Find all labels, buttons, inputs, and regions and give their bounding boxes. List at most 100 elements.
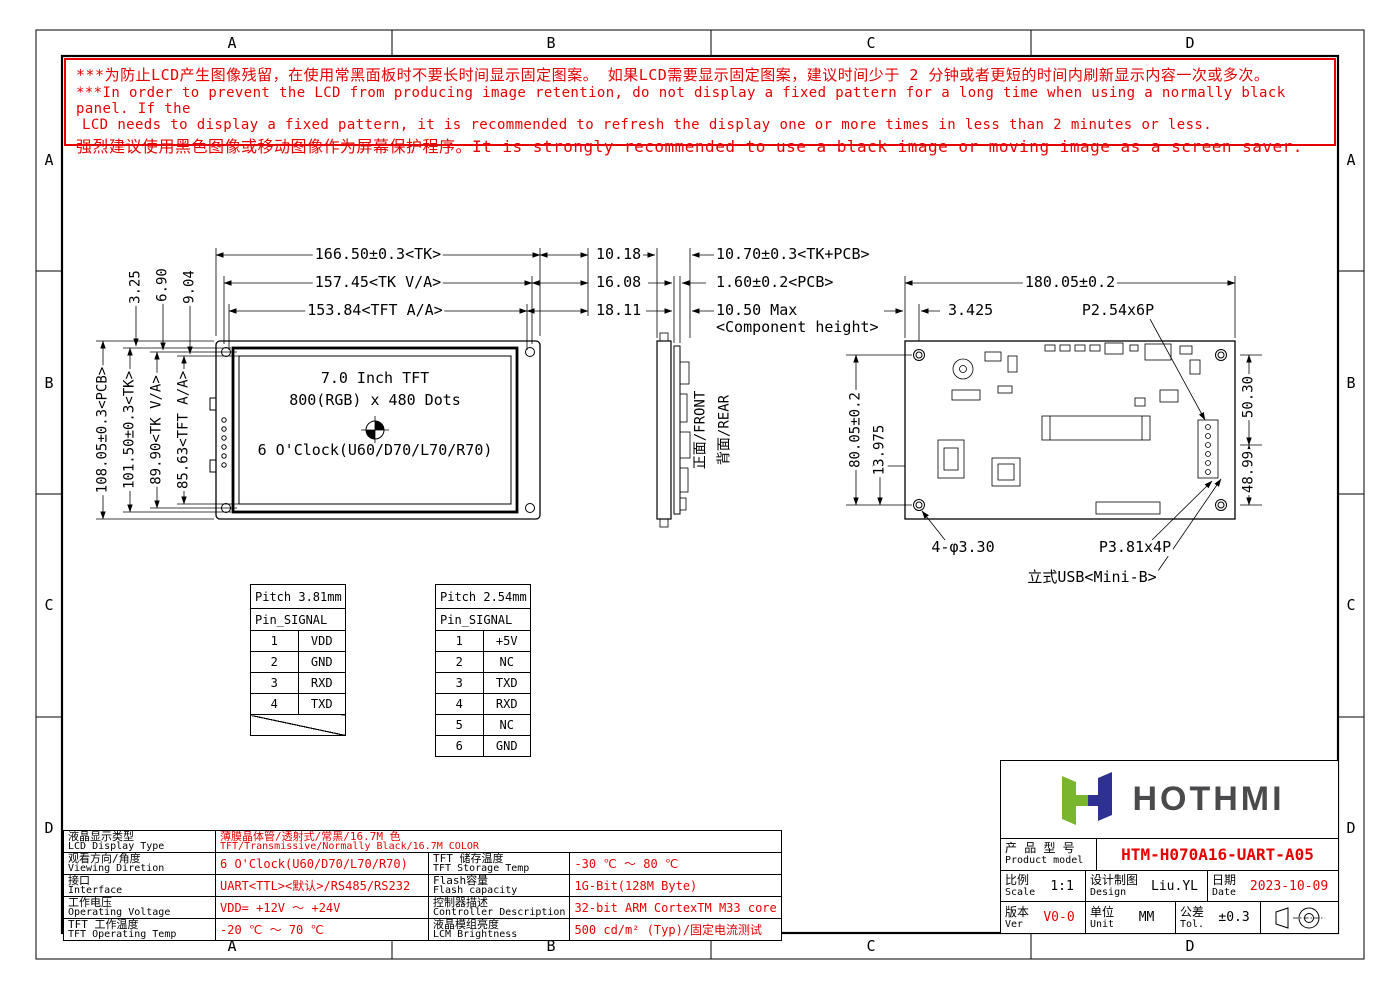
pin-signal: TXD: [482, 672, 531, 694]
pin-signal: NC: [482, 714, 531, 736]
side-label-rear: 背面/REAR: [716, 392, 733, 468]
pin-signal: GND: [482, 735, 531, 757]
date-cell: 日期 Date 2023-10-09: [1208, 871, 1338, 901]
rear-usb-label: 立式USB<Mini-B>: [1025, 568, 1159, 587]
pin-number: 4: [250, 693, 299, 715]
scale-design-date-row: 比例 Scale 1:1 设计制图 Design Liu.YL 日期 Date …: [1001, 871, 1338, 903]
specification-table: 液晶显示类型 LCD Display Type 薄膜晶体管/透射式/常黑/16.…: [63, 830, 782, 941]
dim-front-small-1: 3.25: [127, 268, 144, 306]
design-value: Liu.YL: [1151, 878, 1198, 894]
scale-value: 1:1: [1050, 878, 1074, 894]
pin-signal: RXD: [482, 693, 531, 715]
spec-label: 液晶模组亮度 LCM Brightness: [427, 918, 571, 941]
grid-letter-right-c: C: [1346, 596, 1356, 614]
rear-connector-top-label: P2.54x6P: [1079, 301, 1157, 320]
grid-letter-right-b: B: [1346, 374, 1356, 392]
warning-line-zh: ***为防止LCD产生图像残留，在使用常黑面板时不要长时间显示固定图案。 如果L…: [76, 66, 1270, 84]
spec-label: Flash容量 Flash capacity: [427, 874, 571, 897]
dim-front-tft-aa: 153.84<TFT A/A>: [305, 301, 445, 320]
grid-letter-bottom-c: C: [866, 937, 876, 955]
grid-letter-left-c: C: [44, 596, 54, 614]
pin-signal: +5V: [482, 630, 531, 652]
spec-value: 500 cd/m² (Typ)/固定电流测试: [569, 918, 782, 941]
dim-front-small-2: 6.90: [154, 266, 171, 304]
design-cell: 设计制图 Design Liu.YL: [1086, 871, 1208, 902]
projection-cell: [1261, 902, 1338, 933]
product-model-label: 产 品 型 号 Product model: [1001, 838, 1097, 871]
screen-spec-view-angle: 6 O'Clock(U60/D70/L70/R70): [255, 441, 495, 460]
grid-letter-bottom-a: A: [227, 937, 237, 955]
unit-cell: 单位 Unit MM: [1086, 902, 1176, 933]
warning-line-en-2: LCD needs to display a fixed pattern, it…: [82, 117, 1213, 133]
product-model-row: 产 品 型 号 Product model HTM-H070A16-UART-A…: [1001, 838, 1338, 872]
dim-front-left-tk-va: 89.90<TK V/A>: [148, 373, 165, 487]
rear-mounting-holes-label: 4-φ3.30: [929, 538, 997, 557]
pin-signal: GND: [297, 651, 346, 673]
spec-value: VDD= +12V ～ +24V: [215, 896, 429, 919]
spec-label: TFT 工作温度 TFT Operating Temp: [63, 918, 216, 941]
side-view-dimensions: [629, 248, 718, 343]
dim-front-right-2: 16.08: [594, 273, 644, 292]
pin-number: 6: [435, 735, 484, 757]
rear-view-outline: [904, 340, 1236, 520]
brand-name: HOTHMI: [1132, 779, 1285, 818]
grid-letter-bottom-d: D: [1185, 937, 1195, 955]
dim-rear-right-top: 50.30: [1240, 373, 1257, 421]
spec-value: UART<TTL><默认>/RS485/RS232: [215, 874, 429, 897]
pin-number: 1: [435, 630, 484, 652]
dim-front-small-3: 9.04: [181, 268, 198, 306]
grid-letter-top-b: B: [546, 34, 556, 52]
rear-connector-bottom-label: P3.81x4P: [1096, 538, 1174, 557]
hothmi-logo-mark: [1062, 772, 1113, 826]
dim-front-left-pcb: 108.05±0.3<PCB>: [94, 364, 111, 496]
spec-label: 接口 Interface: [63, 874, 216, 897]
dim-side-comp-note: <Component height>: [714, 318, 881, 337]
unit-value: MM: [1138, 910, 1155, 926]
spec-label: 液晶显示类型 LCD Display Type: [63, 830, 216, 853]
warning-line-en-1: ***In order to prevent the LCD from prod…: [76, 85, 1286, 117]
grid-letter-left-b: B: [44, 374, 54, 392]
spec-label: 观看方向/角度 Viewing Diretion: [63, 852, 216, 875]
dim-side-comp-max: 10.50 Max: [714, 301, 800, 320]
dim-rear-right-bottom: 48.99: [1240, 448, 1257, 496]
dim-rear-offset: 3.425: [946, 301, 996, 320]
pin-number: 3: [250, 672, 299, 694]
logo-row: HOTHMI: [1001, 761, 1338, 839]
lcd-retention-warning: ***为防止LCD产生图像残留，在使用常黑面板时不要长时间显示固定图案。 如果L…: [64, 58, 1336, 156]
spec-label: 控制器描述 Controller Description: [427, 896, 571, 919]
pin-signal: RXD: [297, 672, 346, 694]
product-model-value: HTM-H070A16-UART-A05: [1121, 844, 1314, 864]
pin-number: 2: [250, 651, 299, 673]
pin-signal: NC: [482, 651, 531, 673]
dim-rear-left-small: 13.975: [871, 422, 888, 478]
grid-letter-left-a: A: [44, 151, 54, 169]
spec-value: -20 ℃ ～ 70 ℃: [215, 918, 429, 941]
version-cell: 版本 Ver V0-0: [1001, 902, 1086, 933]
rear-view-dimensions: [846, 276, 1262, 572]
scale-cell: 比例 Scale 1:1: [1001, 871, 1086, 902]
dim-front-right-3: 18.11: [594, 301, 644, 320]
ver-unit-tol-row: 版本 Ver V0-0 单位 Unit MM 公差 Tol. ±0.3: [1001, 902, 1338, 933]
grid-letter-bottom-b: B: [546, 937, 556, 955]
pin-signal: VDD: [297, 630, 346, 652]
side-label-front: 正面/FRONT: [692, 388, 709, 472]
pin-number: 2: [435, 651, 484, 673]
grid-letter-right-a: A: [1346, 151, 1356, 169]
spec-label: 工作电压 Operating Voltage: [63, 896, 216, 919]
spec-value: 32-bit ARM CortexTM M33 core: [569, 896, 782, 919]
pin-number: 3: [435, 672, 484, 694]
grid-letter-left-d: D: [44, 819, 54, 837]
warning-line-mixed: 强烈建议使用黑色图像或移动图像作为屏幕保护程序。It is strongly r…: [76, 137, 1303, 156]
grid-letter-top-c: C: [866, 34, 876, 52]
dim-front-tk: 166.50±0.3<TK>: [312, 245, 444, 264]
pin-number: 5: [435, 714, 484, 736]
spec-value: 6 O'Clock(U60/D70/L70/R70): [215, 852, 429, 875]
dim-front-tk-va: 157.45<TK V/A>: [312, 273, 444, 292]
date-value: 2023-10-09: [1249, 878, 1329, 894]
dim-front-left-tft-aa: 85.63<TFT A/A>: [175, 368, 192, 492]
spec-value: 1G-Bit(128M Byte): [569, 874, 782, 897]
third-angle-projection-icon: [1275, 906, 1325, 929]
